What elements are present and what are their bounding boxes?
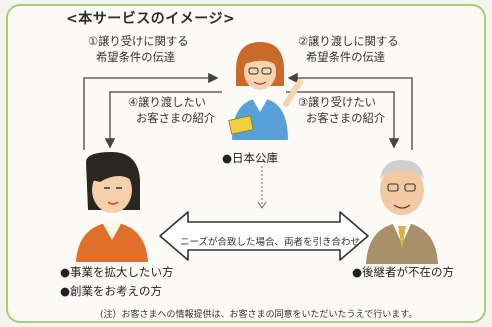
flow-2-line1: ②譲り渡しに関する [298, 35, 399, 48]
flow-2-arrow [287, 72, 413, 150]
match-double-arrow [159, 211, 369, 261]
flow-1-label: ①譲り受けに関する 希望条件の伝達 [88, 34, 189, 66]
staff-person-illustration [228, 42, 303, 140]
diagram-title: <本サービスのイメージ> [66, 11, 236, 27]
left-person-illustration [76, 152, 148, 262]
right-party-item-1: ●後継者が不在の方 [352, 265, 455, 279]
flow-1-line1: ①譲り受けに関する [88, 35, 189, 48]
flow-4-line1: ④譲り渡したい [128, 96, 206, 109]
flow-3-label: ③譲り受けたい お客さまの紹介 [298, 95, 385, 127]
flow-4-arrow [104, 91, 222, 149]
flow-4-line2: お客さまの紹介 [136, 112, 216, 125]
center-party-label: ●日本公庫 [222, 151, 279, 165]
flow-3-line1: ③譲り受けたい [298, 96, 376, 109]
flow-4-label: ④譲り渡したい お客さまの紹介 [128, 95, 215, 127]
flow-3-line2: お客さまの紹介 [306, 112, 386, 125]
left-party-item-2: ●創業をお考えの方 [60, 284, 163, 298]
flow-1-line2: 希望条件の伝達 [96, 51, 176, 64]
footnote: (注）お客さまへの情報提供は、お客さまの同意をいただいたうえで行います。 [100, 310, 418, 320]
match-arrow-text: ニーズが合致した場合、両者を引き合わせ [179, 237, 361, 248]
flow-3-arrow [286, 91, 400, 149]
flow-1-arrow [83, 72, 219, 150]
left-party-item-1: ●事業を拡大したい方 [60, 265, 174, 279]
right-person-illustration [366, 160, 438, 264]
flow-2-label: ②譲り渡しに関する 希望条件の伝達 [298, 34, 399, 66]
flow-2-line2: 希望条件の伝達 [306, 51, 386, 64]
